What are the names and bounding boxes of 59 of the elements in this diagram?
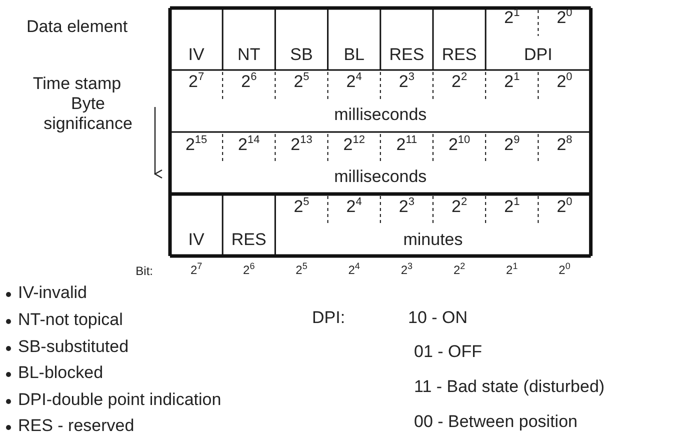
byte-significance-label: Byte significance	[42, 94, 134, 134]
field-name: RES	[440, 45, 478, 65]
dpi-value-note: 10 - ON	[408, 308, 468, 328]
bit-position: 2$^{2}$	[452, 263, 466, 278]
bit-weight: 2$^{4}$	[345, 197, 363, 218]
bit-position: 2$^{5}$	[294, 263, 308, 278]
bit-position: 2$^{4}$	[347, 263, 361, 278]
field-name: BL	[342, 45, 366, 65]
abbreviation-note: IV-invalid	[4, 283, 87, 303]
bit-weight: 2$^{1}$	[503, 72, 521, 93]
field-name: DPI	[523, 45, 554, 65]
bit-weight: 2$^{1}$	[503, 197, 521, 218]
bit-weight: 2$^{14}$	[237, 135, 261, 156]
bit-weight: 2$^{15}$	[184, 135, 208, 156]
bit-weight: 2$^{9}$	[503, 135, 521, 156]
bit-position: 2$^{3}$	[400, 263, 414, 278]
bit-weight: 2$^{2}$	[450, 72, 468, 93]
field-name: milliseconds	[333, 167, 428, 187]
abbreviation-note: NT-not topical	[4, 310, 123, 330]
bit-weight: 2$^{5}$	[292, 72, 310, 93]
bit-weight: 2$^{6}$	[240, 72, 258, 93]
field-name: RES	[388, 45, 426, 65]
bit-weight: 2$^{3}$	[398, 72, 416, 93]
bit-weight: 2$^{8}$	[556, 135, 574, 156]
bit-weight: 2$^{0}$	[556, 197, 574, 218]
dpi-value-note: 00 - Between position	[414, 412, 578, 432]
bit-position: 2$^{0}$	[558, 263, 572, 278]
bit-weight: 2$^{0}$	[556, 8, 574, 29]
field-name: IV	[187, 45, 206, 65]
dpi-label: DPI:	[312, 308, 346, 328]
bit-weight: 2$^{12}$	[342, 135, 366, 156]
abbreviation-note: RES - reserved	[4, 416, 134, 435]
bit-weight: 2$^{1}$	[503, 8, 521, 29]
abbreviation-note: SB-substituted	[4, 337, 129, 357]
abbreviation-note: BL-blocked	[4, 363, 104, 383]
field-name: minutes	[402, 230, 464, 250]
field-name: milliseconds	[333, 105, 428, 125]
field-name: SB	[289, 45, 314, 65]
bit-position: 2$^{1}$	[505, 263, 519, 278]
abbreviation-note: DPI-double point indication	[4, 390, 222, 410]
bit-weight: 2$^{2}$	[450, 197, 468, 218]
bit-position: 2$^{7}$	[189, 263, 204, 278]
bit-weight: 2$^{4}$	[345, 72, 363, 93]
field-name: NT	[236, 45, 262, 65]
row-label: Data element	[25, 17, 129, 37]
bit-weight: 2$^{10}$	[447, 135, 472, 156]
dpi-value-note: 11 - Bad state (disturbed)	[414, 377, 605, 397]
bit-position: 2$^{6}$	[242, 263, 256, 278]
bit-weight: 2$^{13}$	[290, 135, 314, 156]
row-label: Time stamp	[32, 74, 122, 94]
bit-weight: 2$^{5}$	[292, 197, 310, 218]
bit-weight: 2$^{3}$	[398, 197, 416, 218]
field-name: IV	[187, 230, 206, 250]
dpi-value-note: 01 - OFF	[414, 342, 482, 362]
bit-weight: 2$^{0}$	[556, 72, 574, 93]
field-name: RES	[230, 230, 268, 250]
bit-row-label: Bit:	[134, 264, 153, 278]
bit-weight: 2$^{7}$	[188, 72, 206, 93]
bit-weight: 2$^{11}$	[395, 135, 418, 156]
